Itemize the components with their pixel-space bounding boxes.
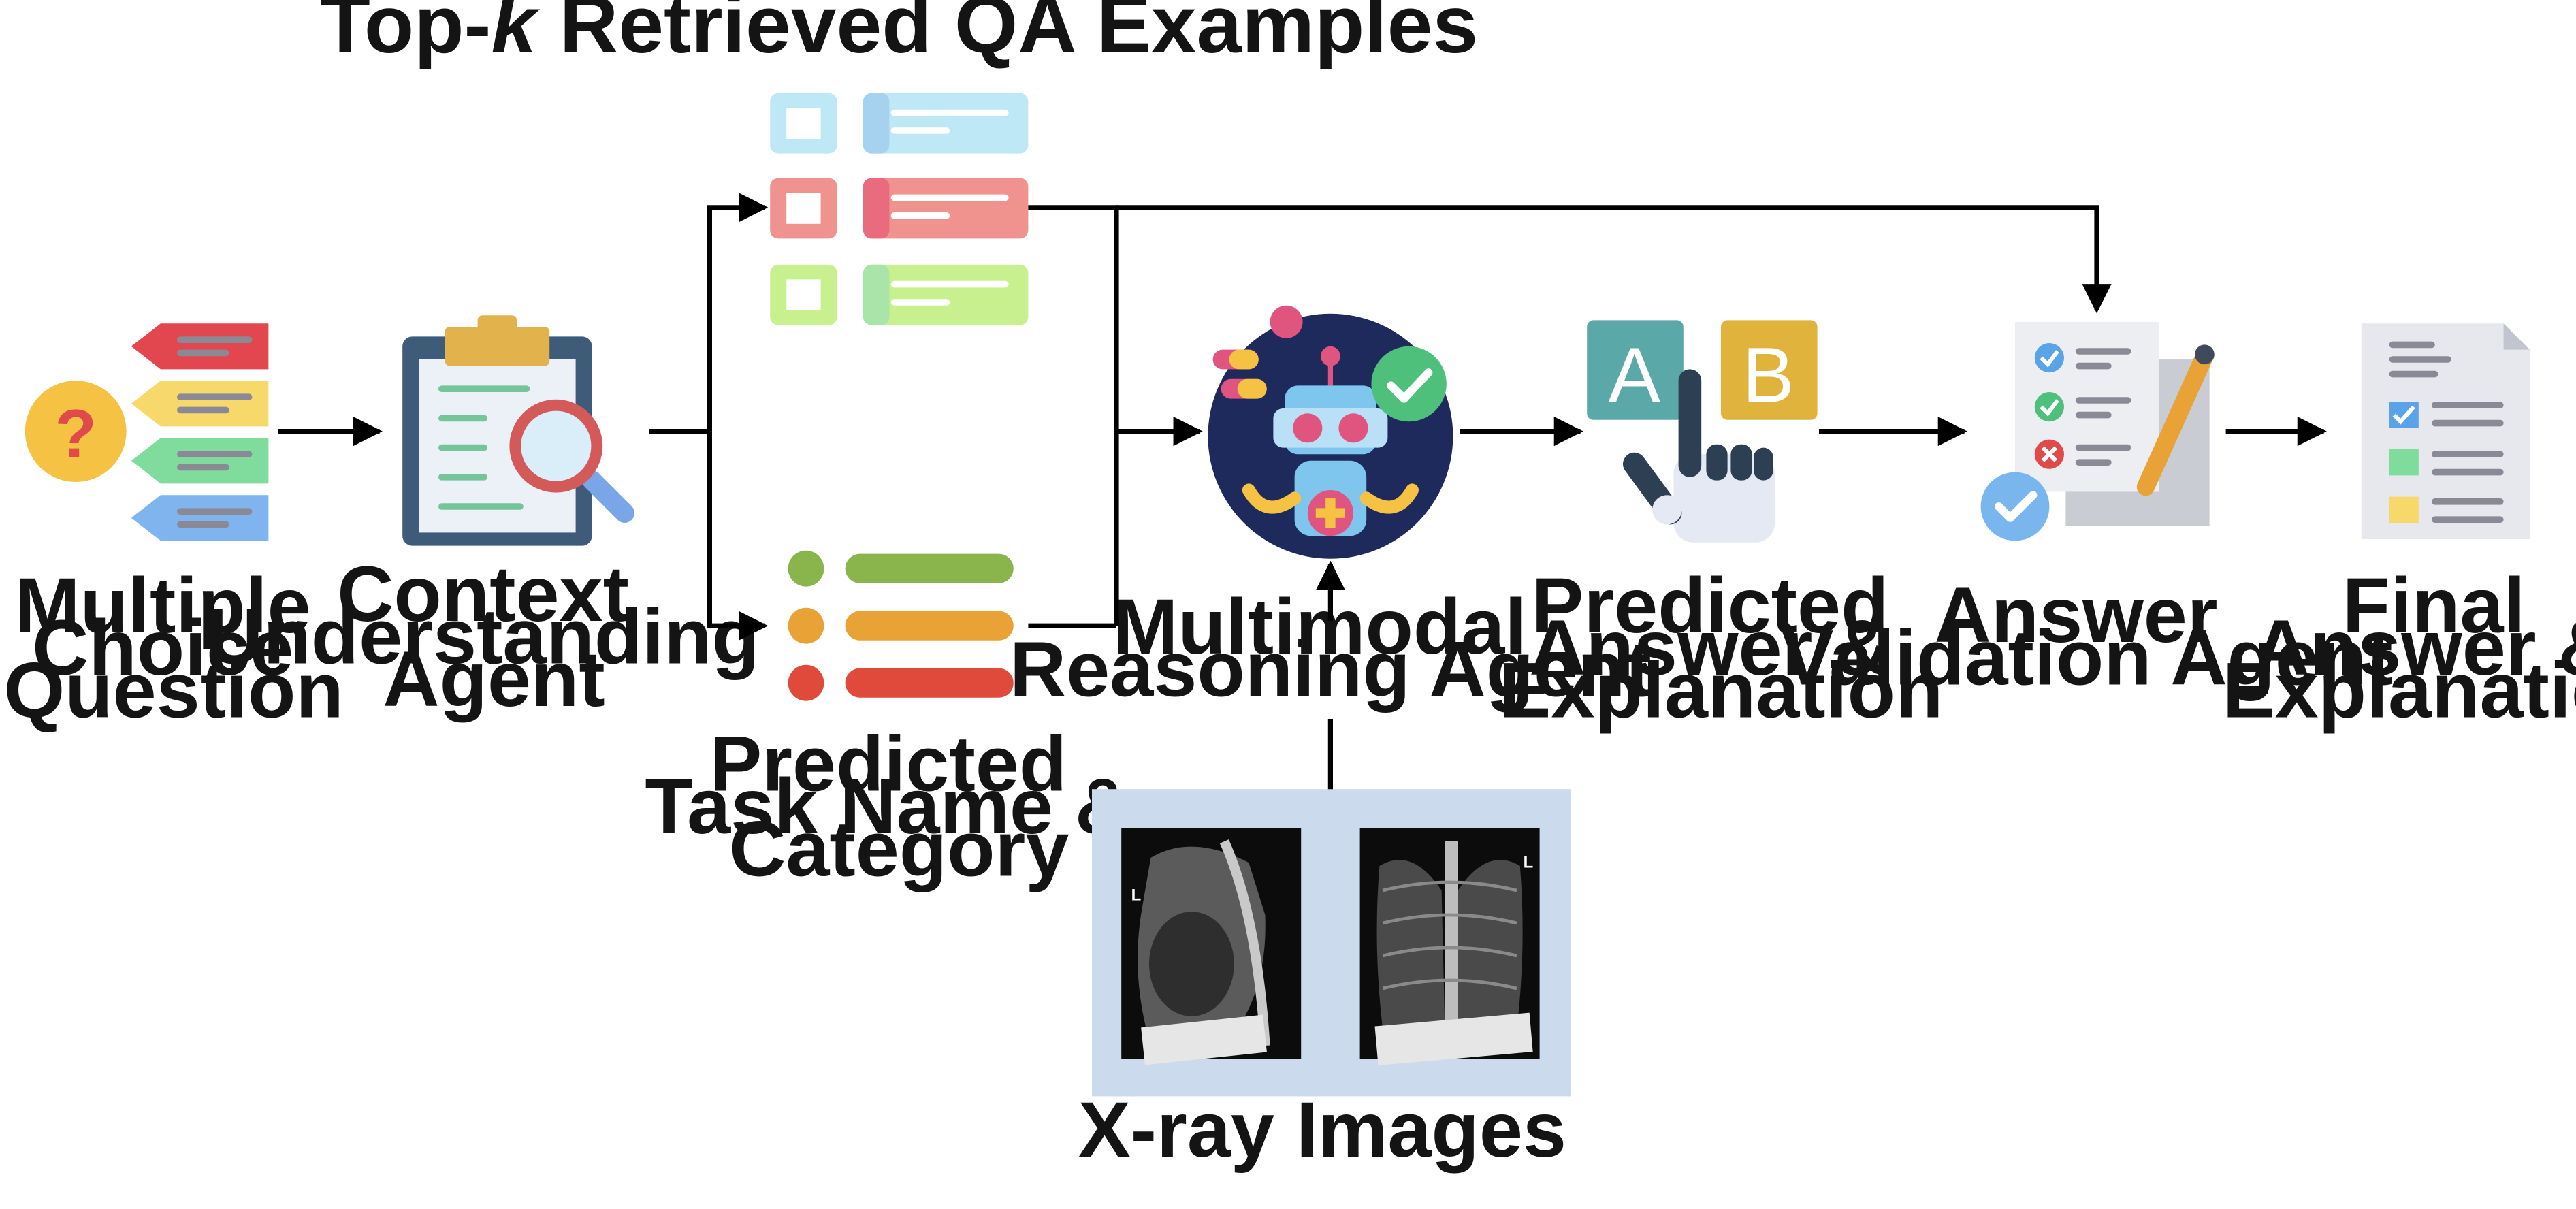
choice-b-icon: B bbox=[1742, 332, 1794, 419]
multiple-choice-icon: ? bbox=[25, 323, 269, 541]
question-mark-icon: ? bbox=[54, 396, 97, 472]
line-retrieved-merge bbox=[1028, 205, 1119, 626]
connectors bbox=[278, 193, 2327, 790]
predicted-answer-label: Predicted Answer & Explanation bbox=[1499, 562, 1944, 735]
arrow-retrieved-to-validation bbox=[1116, 205, 2112, 314]
xray-marker-right: L bbox=[1524, 853, 1534, 871]
xray-frontal-image: L bbox=[1359, 828, 1540, 1065]
arrow-to-task bbox=[707, 431, 769, 641]
xray-lateral-image: L bbox=[1121, 828, 1302, 1065]
predicted-answer-icon: A B bbox=[1587, 320, 1818, 543]
clipboard-magnifier-icon bbox=[402, 315, 634, 546]
final-answer-label: Final Answer & Explanation bbox=[2223, 562, 2576, 735]
robot-agent-icon bbox=[1208, 305, 1453, 559]
choice-a-icon: A bbox=[1608, 332, 1660, 419]
task-category-label: Predicted Task Name & Category bbox=[645, 721, 1153, 893]
xray-label: X-ray Images bbox=[1078, 1086, 1566, 1174]
validation-checklist-icon bbox=[1980, 321, 2215, 541]
task-category-icon bbox=[788, 550, 1014, 701]
reasoning-agent-label: Multimodal Reasoning Agent bbox=[1010, 583, 1652, 713]
retrieved-examples-title: Top-k Retrieved QA Examples bbox=[321, 0, 1479, 70]
retrieved-examples-icon bbox=[770, 93, 1029, 325]
xray-marker-left: L bbox=[1131, 886, 1142, 904]
arrow-to-retrieved bbox=[707, 193, 769, 432]
context-agent-label: Context Understanding Agent bbox=[206, 551, 782, 723]
validation-agent-label: Answer Validation Agent bbox=[1782, 572, 2393, 701]
multiple-choice-label: Multiple Choice Question bbox=[4, 562, 344, 735]
xray-panel: L L bbox=[1092, 789, 1571, 1097]
final-document-icon bbox=[2361, 323, 2530, 539]
